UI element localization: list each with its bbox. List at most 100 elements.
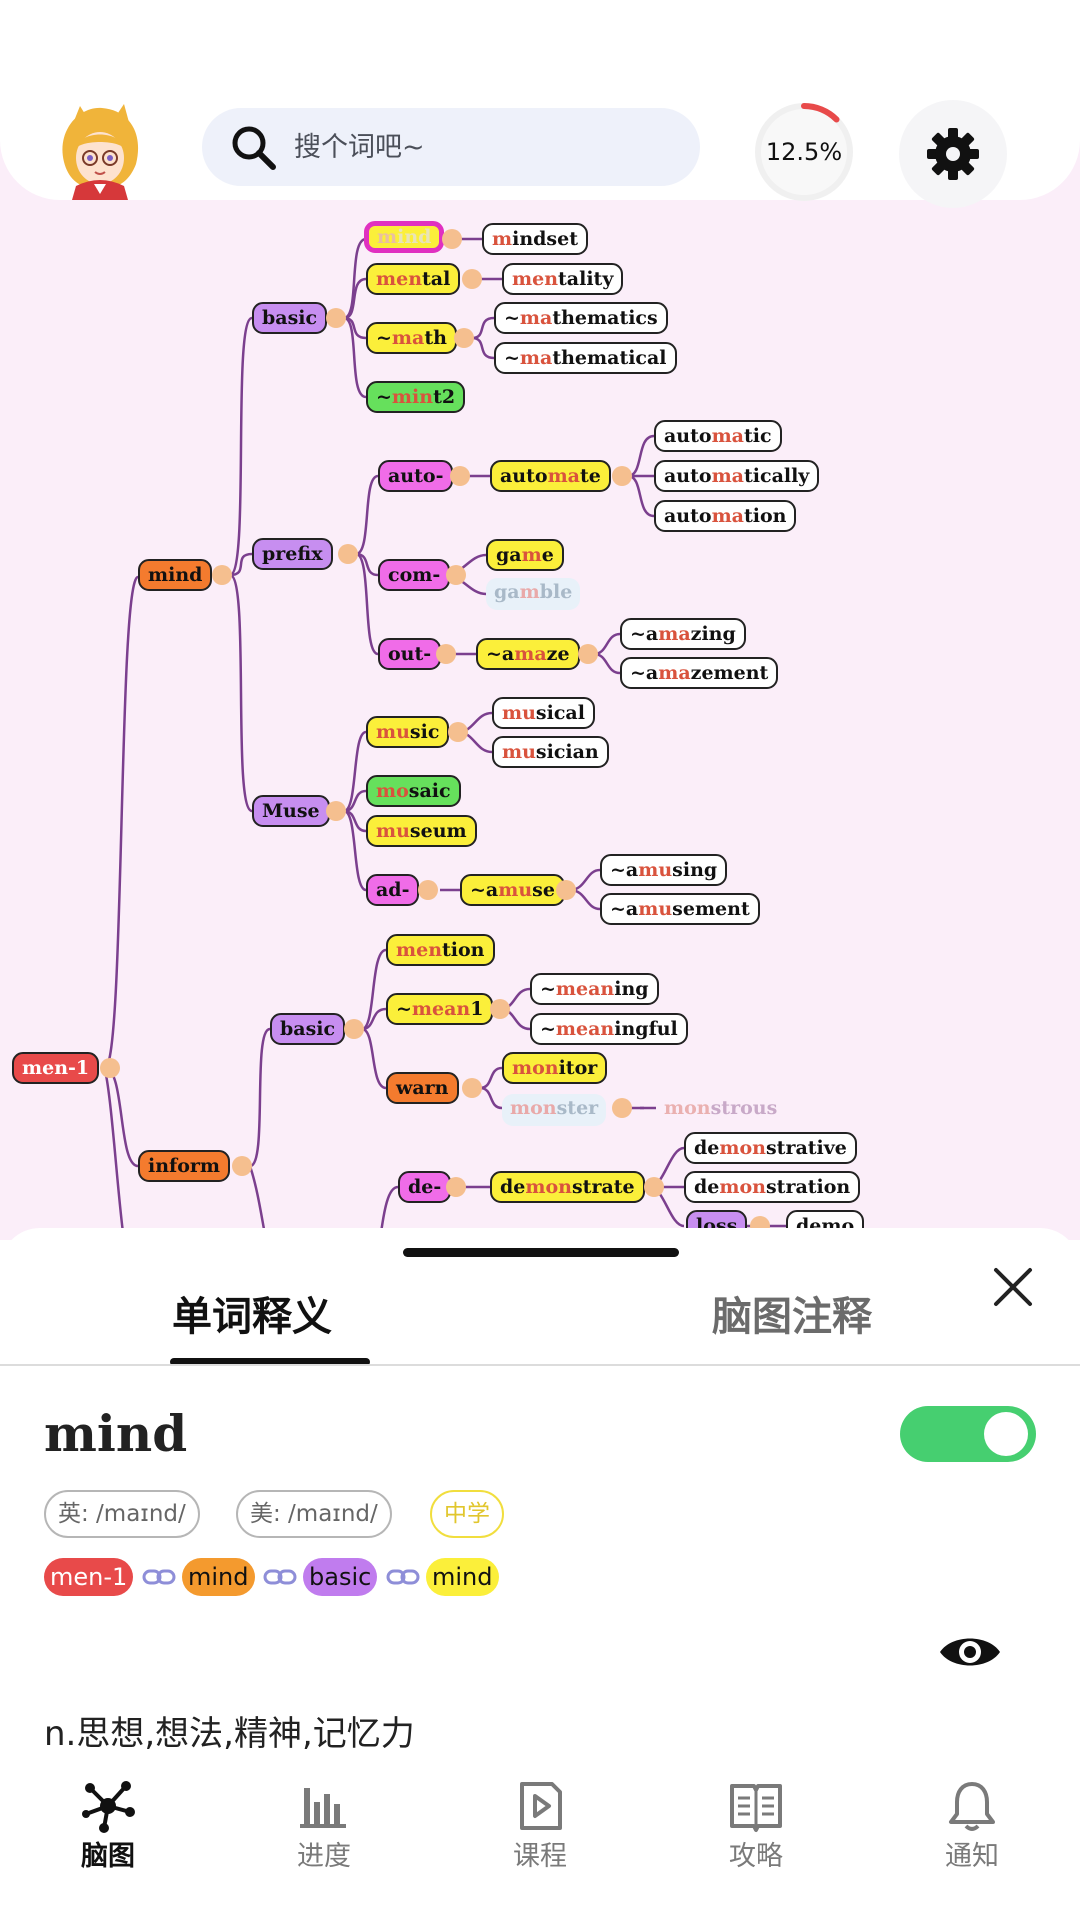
mm-node-meaning[interactable]: ~meaning (530, 973, 659, 1005)
close-icon (994, 1268, 1032, 1306)
progress-arc (801, 103, 840, 123)
visibility-button[interactable] (938, 1632, 1002, 1672)
level-badge: 中学 (430, 1490, 504, 1538)
mm-connector-dot (450, 466, 470, 486)
avatar[interactable] (50, 100, 150, 200)
mm-node-warn[interactable]: warn (386, 1072, 459, 1104)
pronunciation-us[interactable]: 美: /maɪnd/ (236, 1490, 392, 1538)
mm-node-inform[interactable]: inform (138, 1150, 230, 1182)
mm-connector-dot (462, 269, 482, 289)
mm-node-monstrous[interactable]: monstrous (664, 1097, 778, 1119)
nav-course[interactable]: 课程 (470, 1770, 610, 1880)
sheet-drag-handle[interactable] (403, 1248, 679, 1257)
display-toggle-switch[interactable] (900, 1406, 1036, 1462)
path-chip-basic[interactable]: basic (303, 1558, 378, 1596)
progress-chart-icon (300, 1788, 346, 1828)
mm-node-mentality[interactable]: mentality (502, 263, 624, 295)
mm-node-musician[interactable]: musician (492, 736, 609, 768)
mm-node-prefix[interactable]: prefix (252, 538, 333, 570)
nav-label: 通知 (945, 1841, 999, 1872)
mm-node-amazing[interactable]: ~amazing (620, 618, 746, 650)
word-title: mind (44, 1404, 188, 1463)
link-chain-icon (263, 1569, 297, 1585)
eye-icon (940, 1638, 1000, 1666)
mm-node-mint2[interactable]: ~mint2 (366, 381, 466, 413)
mm-node-basic[interactable]: basic (252, 302, 328, 334)
tab-mindmap-notes[interactable]: 脑图注释 (712, 1294, 872, 1340)
learning-progress-indicator[interactable]: 12.5% (750, 98, 858, 206)
mm-connector-dot (212, 565, 232, 585)
close-sheet-button[interactable] (988, 1262, 1038, 1312)
mindmap-canvas[interactable]: men-1 mind inform basic prefix Muse basi… (0, 0, 1080, 1240)
mm-connector-dot (490, 999, 510, 1019)
mm-connector-dot (338, 544, 358, 564)
nav-mindmap[interactable]: 脑图 (38, 1770, 178, 1880)
mm-node-muse[interactable]: Muse (252, 795, 330, 827)
mm-node-amaze[interactable]: ~amaze (476, 638, 580, 670)
mm-node-mathematics[interactable]: ~mathematics (494, 302, 668, 334)
pronunciation-uk[interactable]: 英: /maɪnd/ (44, 1490, 200, 1538)
mm-node-amuse[interactable]: ~amuse (460, 874, 565, 906)
nav-notifications[interactable]: 通知 (902, 1770, 1042, 1880)
mm-node-amusing[interactable]: ~amusing (600, 854, 728, 886)
mm-node-monitor[interactable]: monitor (502, 1052, 608, 1084)
mm-node-meaningful[interactable]: ~meaningful (530, 1013, 688, 1045)
mm-connector-dot (462, 1078, 482, 1098)
mm-node-monster[interactable]: monster (502, 1094, 607, 1126)
mm-node-amazement[interactable]: ~amazement (620, 657, 779, 689)
search-bar[interactable] (202, 108, 700, 186)
mm-node-music[interactable]: music (366, 716, 450, 748)
mm-node-automatically[interactable]: automatically (654, 460, 820, 492)
search-input[interactable] (294, 108, 674, 186)
mm-node-amusement[interactable]: ~amusement (600, 893, 760, 925)
mm-node-automatic[interactable]: automatic (654, 420, 782, 452)
mindmap-icon (82, 1781, 135, 1833)
mm-connector-dot (454, 328, 474, 348)
nav-progress[interactable]: 进度 (254, 1770, 394, 1880)
bottom-navigation: 脑图 进度 课程 攻略 通知 (0, 1770, 1080, 1920)
avatar-anime-girl-icon (62, 104, 139, 200)
path-chip-men-1[interactable]: men-1 (44, 1558, 134, 1596)
mm-node-ad-prefix[interactable]: ad- (366, 874, 420, 906)
mm-node-gamble[interactable]: gamble (486, 578, 581, 610)
nav-label: 进度 (297, 1841, 351, 1872)
mm-node-mind-selected[interactable]: mind (364, 221, 445, 253)
mm-node-com-prefix[interactable]: com- (378, 559, 451, 591)
mm-node-demonstrate[interactable]: demonstrate (490, 1171, 645, 1203)
link-chain-icon (386, 1569, 420, 1585)
mm-connector-dot (344, 1019, 364, 1039)
mm-node-museum[interactable]: museum (366, 815, 477, 847)
mm-node-auto-prefix[interactable]: auto- (378, 460, 454, 492)
mm-node-mindset[interactable]: mindset (482, 223, 588, 255)
mm-node-mathematical[interactable]: ~mathematical (494, 342, 677, 374)
search-icon (232, 126, 276, 170)
mm-node-demonstrative[interactable]: demonstrative (684, 1132, 857, 1164)
mm-node-out-prefix[interactable]: out- (378, 638, 442, 670)
mm-node-mind[interactable]: mind (138, 559, 213, 591)
link-chain-icon (142, 1569, 176, 1585)
top-header: 12.5% (0, 0, 1080, 208)
mm-node-mention[interactable]: mention (386, 934, 495, 966)
mm-node-men-1[interactable]: men-1 (12, 1052, 100, 1084)
path-chip-mind-leaf[interactable]: mind (426, 1558, 499, 1596)
tab-word-definition[interactable]: 单词释义 (172, 1294, 332, 1340)
path-chip-mind[interactable]: mind (182, 1558, 255, 1596)
mm-connector-dot (442, 229, 462, 249)
nav-guide[interactable]: 攻略 (686, 1770, 826, 1880)
mm-node-mean1[interactable]: ~mean1 (386, 993, 494, 1025)
mm-node-automation[interactable]: automation (654, 500, 797, 532)
mm-connector-dot (448, 722, 468, 742)
mm-node-mosaic[interactable]: mosaic (366, 775, 461, 807)
mm-connector-dot (578, 644, 598, 664)
mm-node-game[interactable]: game (486, 539, 564, 571)
mm-node-musical[interactable]: musical (492, 697, 595, 729)
mm-node-demonstration[interactable]: demonstration (684, 1171, 861, 1203)
mm-node-automate[interactable]: automate (490, 460, 611, 492)
mm-node-mental[interactable]: mental (366, 263, 461, 295)
mm-node-basic-lower[interactable]: basic (270, 1013, 346, 1045)
mm-node-de-prefix[interactable]: de- (398, 1171, 452, 1203)
nav-label: 攻略 (729, 1841, 783, 1872)
mm-node-math[interactable]: ~math (366, 322, 457, 354)
gear-icon (927, 128, 979, 180)
settings-button[interactable] (899, 100, 1007, 208)
